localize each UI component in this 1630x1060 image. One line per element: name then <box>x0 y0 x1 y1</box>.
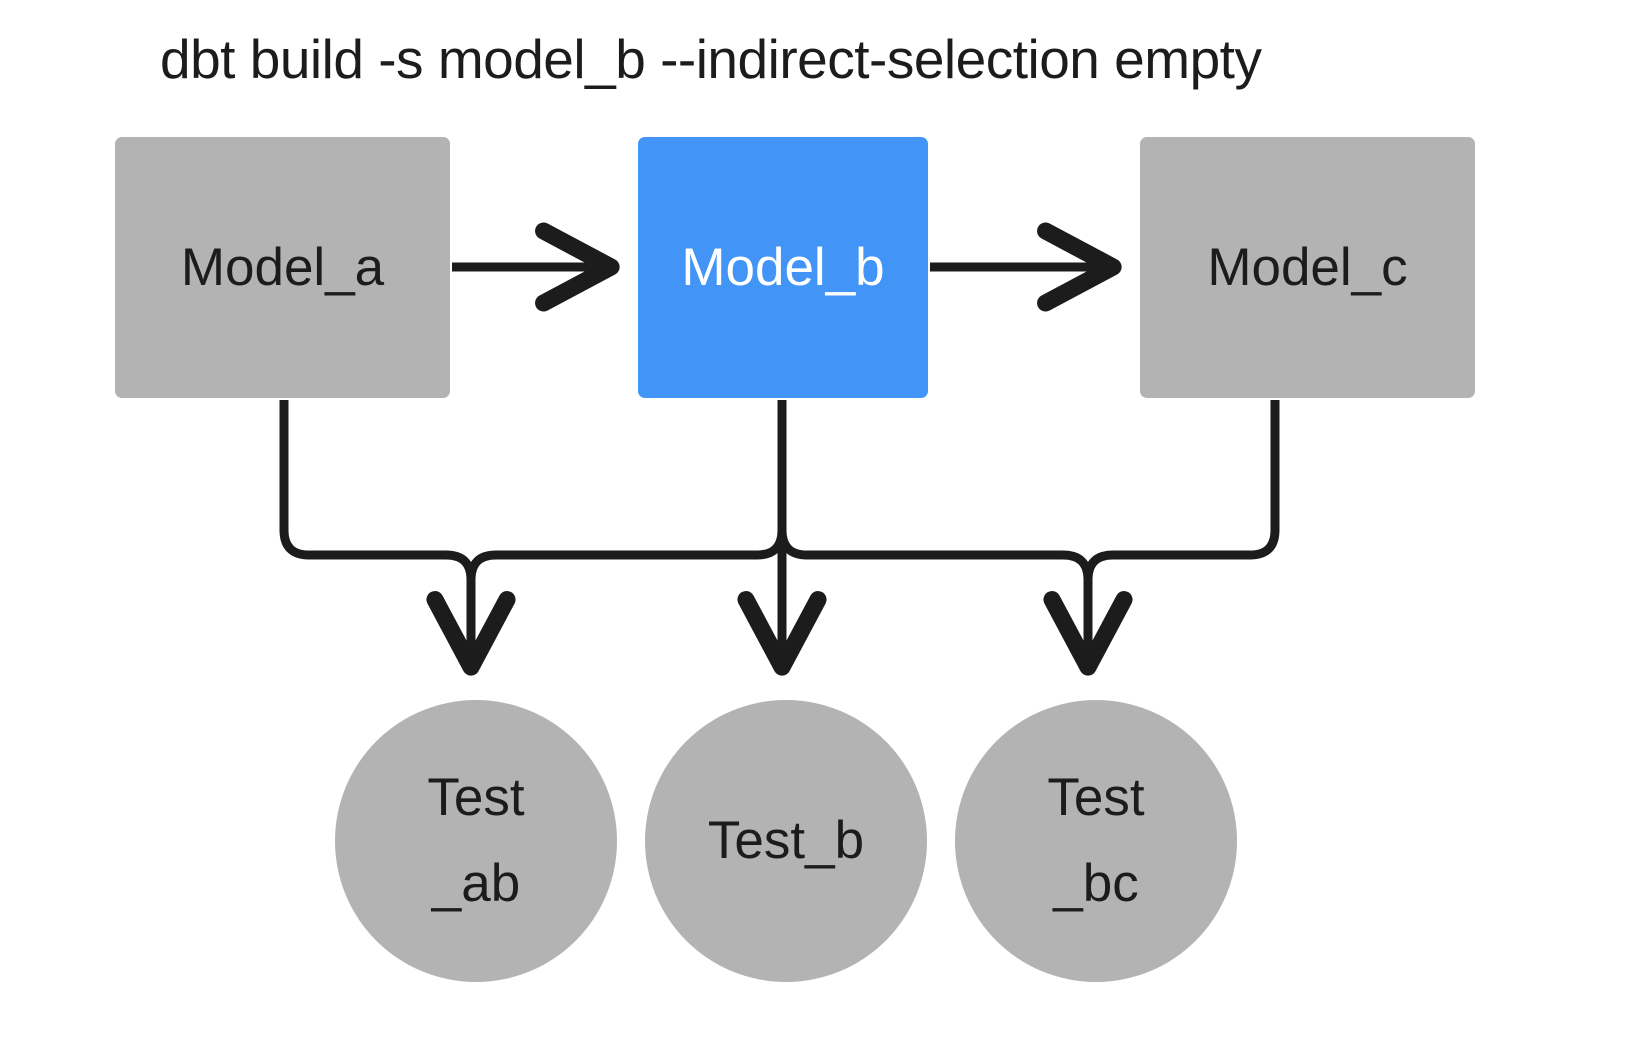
page-title: dbt build -s model_b --indirect-selectio… <box>160 28 1262 90</box>
node-test-bc-label-line2: _bc <box>1053 854 1139 913</box>
edge-model-c-to-test-bc <box>1083 400 1280 668</box>
node-model-c[interactable]: Model_c <box>1140 137 1475 398</box>
node-test-ab[interactable]: Test _ab <box>335 700 617 982</box>
node-test-ab-label-line2: _ab <box>431 854 521 913</box>
node-test-bc[interactable]: Test _bc <box>955 700 1237 982</box>
node-model-b-label: Model_b <box>681 238 885 297</box>
node-test-b-label-line1: Test_b <box>707 811 865 870</box>
node-model-a-label: Model_a <box>180 238 385 297</box>
node-test-bc-label-line1: Test <box>1047 768 1145 827</box>
node-model-b[interactable]: Model_b <box>638 137 928 398</box>
node-test-ab-label-line1: Test <box>427 768 525 827</box>
edge-model-b-to-test-bc <box>777 400 1133 676</box>
node-model-a[interactable]: Model_a <box>115 137 450 398</box>
edge-model-a-to-test-ab <box>279 400 516 676</box>
node-model-c-label: Model_c <box>1207 238 1408 297</box>
node-test-b[interactable]: Test_b <box>645 700 927 982</box>
edge-model-b-to-test-ab <box>466 400 787 668</box>
